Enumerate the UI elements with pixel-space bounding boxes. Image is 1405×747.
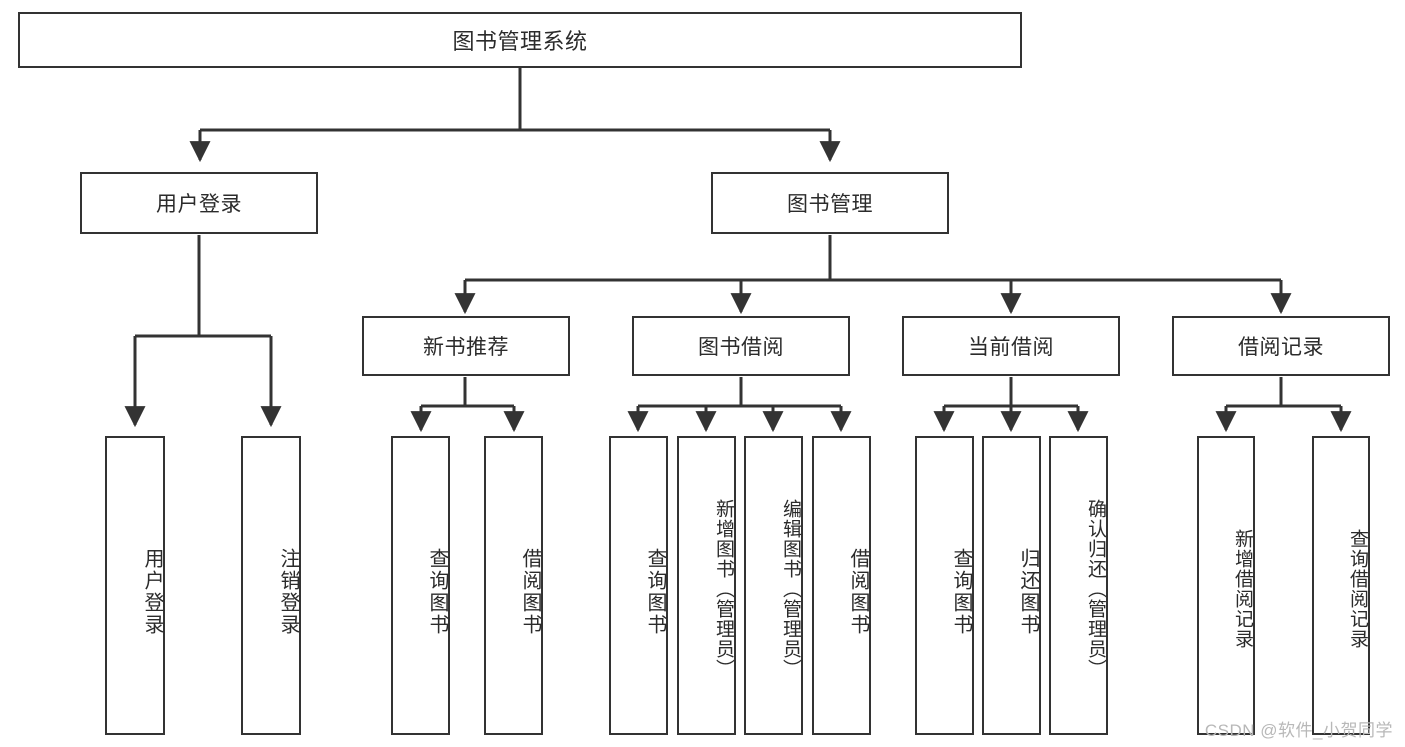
node-root-system[interactable]: 图书管理系统 [18, 12, 1022, 68]
node-leaf-edit-book[interactable]: 编辑图书（管理员） [744, 436, 803, 735]
node-leaf-logout[interactable]: 注销登录 [241, 436, 301, 735]
node-label: 查询图书 [644, 547, 666, 636]
node-label: 查询图书 [426, 547, 448, 636]
node-label: 借阅图书 [847, 547, 869, 636]
node-label: 图书管理系统 [452, 29, 588, 54]
watermark-text: CSDN @软件_小贺同学 [1204, 721, 1393, 740]
node-leaf-confirm-return[interactable]: 确认归还（管理员） [1049, 436, 1108, 735]
node-leaf-query-book-1[interactable]: 查询图书 [391, 436, 450, 735]
node-leaf-borrow-book-1[interactable]: 借阅图书 [484, 436, 543, 735]
node-label: 确认归还（管理员） [1085, 498, 1106, 679]
node-label: 新增图书（管理员） [713, 498, 734, 679]
node-leaf-query-record[interactable]: 查询借阅记录 [1312, 436, 1370, 735]
node-leaf-add-record[interactable]: 新增借阅记录 [1197, 436, 1255, 735]
node-label: 用户登录 [156, 193, 242, 216]
node-leaf-add-book[interactable]: 新增图书（管理员） [677, 436, 736, 735]
node-label: 当前借阅 [968, 336, 1054, 359]
node-label: 图书借阅 [698, 336, 784, 359]
node-leaf-query-book-3[interactable]: 查询图书 [915, 436, 974, 735]
node-label: 编辑图书（管理员） [780, 498, 801, 679]
node-label: 查询图书 [950, 547, 972, 636]
node-label: 用户登录 [141, 547, 163, 636]
node-label: 借阅记录 [1238, 336, 1324, 359]
node-leaf-borrow-book-2[interactable]: 借阅图书 [812, 436, 871, 735]
node-current-borrow[interactable]: 当前借阅 [902, 316, 1120, 376]
node-label: 借阅图书 [519, 547, 541, 636]
node-book-borrow[interactable]: 图书借阅 [632, 316, 850, 376]
node-book-management[interactable]: 图书管理 [711, 172, 949, 234]
node-leaf-return-book[interactable]: 归还图书 [982, 436, 1041, 735]
node-label: 注销登录 [277, 547, 299, 636]
node-borrow-record[interactable]: 借阅记录 [1172, 316, 1390, 376]
node-label: 新增借阅记录 [1232, 528, 1253, 649]
node-user-login[interactable]: 用户登录 [80, 172, 318, 234]
node-new-book-recommend[interactable]: 新书推荐 [362, 316, 570, 376]
node-label: 新书推荐 [423, 336, 509, 359]
node-leaf-query-book-2[interactable]: 查询图书 [609, 436, 668, 735]
node-label: 查询借阅记录 [1347, 528, 1368, 649]
node-leaf-user-login[interactable]: 用户登录 [105, 436, 165, 735]
node-label: 归还图书 [1017, 547, 1039, 636]
node-label: 图书管理 [787, 193, 873, 216]
